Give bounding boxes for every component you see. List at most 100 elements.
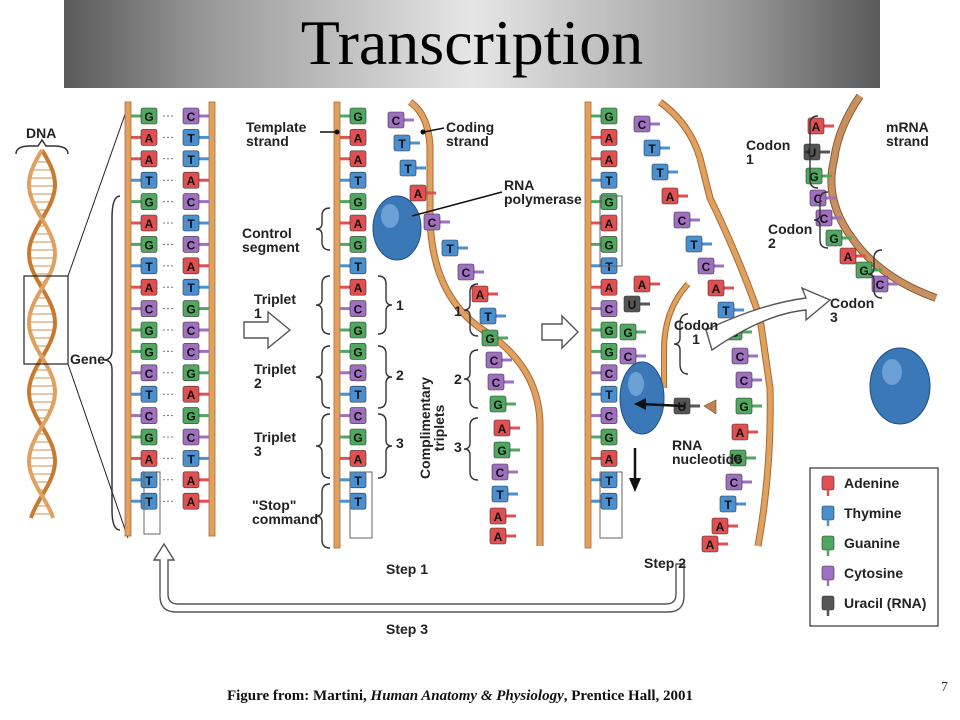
- label-codon2-mrna-line1: Codon: [768, 221, 812, 237]
- step1-coding-base: G: [493, 441, 520, 459]
- step1-template-backbone: [333, 101, 341, 549]
- step1-template-base-letter: G: [353, 196, 362, 210]
- released-polymerase-highlight: [882, 359, 902, 385]
- label-codon1-step2-line1: Codon: [674, 317, 718, 333]
- step2-mrna-base-tile: [633, 275, 651, 293]
- legend-swatch: [821, 595, 835, 611]
- step1-coding-base: T: [393, 134, 420, 152]
- dna-left-base-letter: T: [145, 495, 153, 509]
- step1-coding-base-tile: [491, 485, 509, 503]
- step1-coding-base-letter: T: [484, 310, 492, 324]
- dna-right-base-tile: [182, 257, 200, 275]
- dna-right-base-tile: [182, 236, 200, 253]
- dna-right-base-letter: G: [186, 303, 195, 317]
- step1-template-base: A: [340, 214, 367, 232]
- step2-coding-base-tile: [661, 187, 679, 205]
- label-codon3-mrna-line2: 3: [830, 309, 838, 325]
- step2-panel: GAATGAGTACGGCTCGATTCTTACTCATGCCGAGCTAAAU…: [584, 99, 774, 553]
- mrna-final-base: A: [807, 117, 834, 135]
- dna-right-base-tile: [182, 364, 200, 382]
- step2-coding-base: A: [711, 517, 738, 535]
- dna-helix: [15, 138, 69, 519]
- dna-right-base: T: [182, 150, 209, 168]
- label-mrna-strand-line2: strand: [886, 133, 929, 149]
- dna-right-base-letter: G: [186, 410, 195, 424]
- legend-label: Adenine: [844, 475, 899, 491]
- dna-pair-area: [140, 102, 200, 536]
- dna-left-base: T: [131, 257, 158, 275]
- dna-right-base-letter: A: [187, 260, 196, 274]
- dna-right-base: T: [182, 278, 209, 296]
- step2-coding-base-tile: [685, 235, 703, 253]
- label-template-num1: 1: [396, 297, 404, 313]
- dna-left-base-tile: [140, 171, 158, 189]
- label-codon1-step2-line2: 1: [692, 331, 700, 347]
- zoom-line-top: [67, 105, 129, 277]
- label-triplet2-line1: Triplet: [254, 361, 296, 377]
- dna-left-base-letter: G: [144, 345, 153, 359]
- diagram-labels: DNAGeneTemplatestrandCodingstrandRNApoly…: [26, 119, 929, 637]
- step1-coding-base: C: [457, 263, 484, 281]
- dna-right-base-tile: [182, 450, 200, 467]
- step2-mrna-base-tile: [619, 323, 637, 341]
- dna-left-base: T: [131, 171, 158, 189]
- dna-right-base-tile: [182, 428, 200, 446]
- step2-template-base-tile: [600, 492, 618, 510]
- dna-right-base-letter: T: [187, 217, 195, 231]
- step1-template-base: A: [340, 150, 367, 168]
- step1-coding-base-letter: T: [398, 137, 406, 151]
- step1-template-base: C: [340, 407, 367, 424]
- dna-left-base-letter: G: [144, 324, 153, 338]
- step2-coding-base-tile: [735, 371, 753, 389]
- mrna-final-base-letter: A: [812, 120, 821, 134]
- step1-template-base-letter: T: [354, 174, 362, 188]
- step1-coding-base: C: [491, 463, 518, 481]
- label-template-strand-line2: strand: [246, 133, 289, 149]
- step1-coding-base: A: [409, 184, 436, 202]
- dna-right-base-letter: A: [187, 474, 196, 488]
- step1-template-base: G: [340, 428, 367, 446]
- step2-template-base: G: [591, 321, 618, 339]
- step2-template-base-tile: [600, 171, 618, 189]
- dna-right-base-letter: T: [187, 452, 195, 466]
- label-codon1-mrna-line1: Codon: [746, 137, 790, 153]
- dna-left-base-letter: A: [145, 217, 154, 231]
- step1-coding-base-tile: [485, 351, 503, 369]
- step2-template-base-tile: [600, 321, 618, 339]
- step2-template-base-tile: [600, 150, 618, 168]
- dna-right-base: C: [182, 343, 209, 360]
- label-coding-num2: 2: [454, 371, 462, 387]
- legend-label: Guanine: [844, 535, 900, 551]
- label-complimentary-line1: Complimentary: [417, 377, 433, 479]
- step1-coding-base-tile: [489, 395, 507, 413]
- step1-coding-base-tile: [409, 184, 427, 202]
- step1-template-base-tile: [349, 364, 367, 382]
- dna-right-base: T: [182, 450, 209, 467]
- step2-mrna-base-letter: C: [624, 350, 633, 364]
- step2-coding-base: C: [633, 115, 660, 133]
- dna-right-base-letter: T: [187, 153, 195, 167]
- page-number: 7: [941, 680, 948, 695]
- step1-template-base: A: [340, 278, 367, 296]
- label-dna: DNA: [26, 125, 56, 141]
- label-control-segment-line2: segment: [242, 239, 300, 255]
- step2-template-base-letter: C: [605, 410, 614, 424]
- step2-coding-base-letter: C: [638, 118, 647, 132]
- dna-left-base-letter: G: [144, 196, 153, 210]
- dna-left-base: C: [131, 300, 158, 317]
- step2-coding-base-tile: [735, 397, 753, 415]
- step2-coding-base: C: [735, 371, 762, 389]
- step1-template-base-tile: [349, 300, 367, 317]
- dna-left-base-tile: [140, 278, 158, 296]
- mrna-codon-brace-1: [803, 115, 819, 189]
- dna-right-base: A: [182, 257, 209, 275]
- step2-coding-base-letter: G: [739, 400, 748, 414]
- dna-left-base-letter: T: [145, 474, 153, 488]
- step1-template-base-tile: [349, 150, 367, 168]
- step1-brace-left-5: [315, 483, 331, 549]
- dna-right-base-letter: C: [187, 238, 196, 252]
- step1-template-base: C: [340, 364, 367, 382]
- step2-template-base-tile: [600, 343, 618, 360]
